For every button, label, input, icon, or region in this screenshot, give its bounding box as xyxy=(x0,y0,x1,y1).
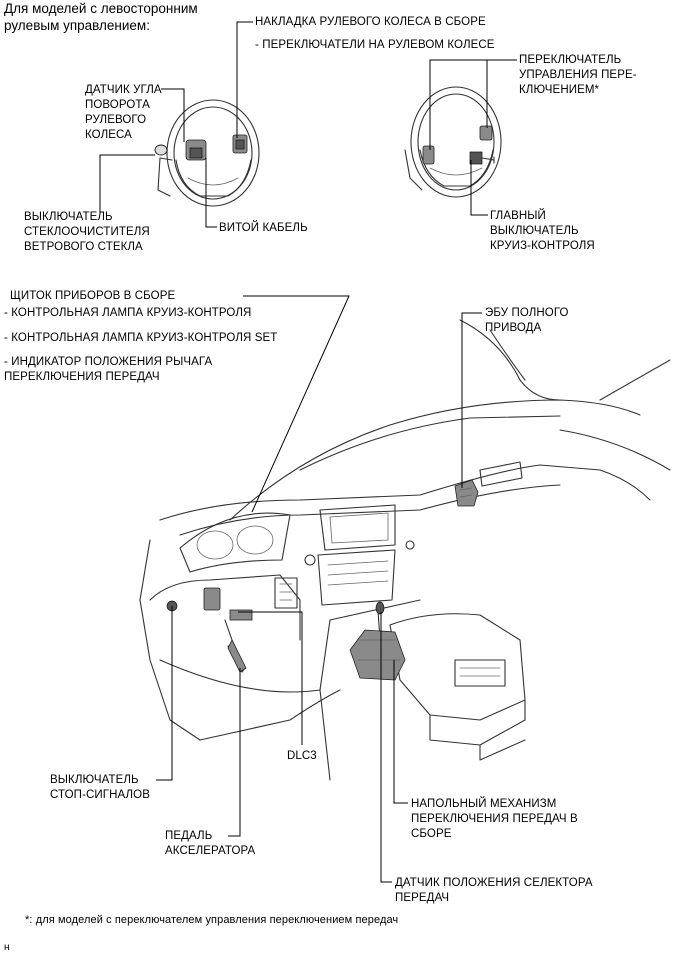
footnote: *: для моделей с переключателем управлен… xyxy=(25,914,399,926)
label-steering-pad: НАКЛАДКА РУЛЕВОГО КОЛЕСА В СБОРЕ xyxy=(255,16,486,28)
dashboard-drawing xyxy=(139,319,671,781)
label-stop-lamp-switch: ВЫКЛЮЧАТЕЛЬ СТОП-СИГНАЛОВ xyxy=(50,774,150,801)
steering-wheel-right xyxy=(404,86,502,198)
label-cruise-set-lamp: - КОНТРОЛЬНАЯ ЛАМПА КРУИЗ-КОНТРОЛЯ SET xyxy=(4,332,278,344)
label-steering-angle-sensor: ДАТЧИК УГЛА ПОВОРОТА РУЛЕВОГО КОЛЕСА xyxy=(85,84,162,141)
leader-lines xyxy=(99,21,517,883)
label-floor-shift: НАПОЛЬНЫЙ МЕХАНИЗМ ПЕРЕКЛЮЧЕНИЯ ПЕРЕДАЧ … xyxy=(411,798,578,840)
label-meter-assembly: ЩИТОК ПРИБОРОВ В СБОРЕ xyxy=(10,290,176,302)
label-cruise-main-switch: ГЛАВНЫЙ ВЫКЛЮЧАТЕЛЬ КРУИЗ-КОНТРОЛЯ xyxy=(490,210,595,252)
header-text: Для моделей с левосторонним рулевым упра… xyxy=(4,1,198,33)
label-spiral-cable: ВИТОЙ КАБЕЛЬ xyxy=(219,222,308,234)
label-wiper-switch: ВЫКЛЮЧАТЕЛЬ СТЕКЛООЧИСТИТЕЛЯ ВЕТРОВОГО С… xyxy=(24,211,150,253)
label-shift-paddle-switch: ПЕРЕКЛЮЧАТЕЛЬ УПРАВЛЕНИЯ ПЕРЕ- КЛЮЧЕНИЕМ… xyxy=(519,54,637,96)
corner-mark: н xyxy=(4,942,10,953)
label-steering-switches: - ПЕРЕКЛЮЧАТЕЛИ НА РУЛЕВОМ КОЛЕСЕ xyxy=(255,39,495,51)
label-dlc3: DLC3 xyxy=(287,750,317,762)
label-accel-pedal: ПЕДАЛЬ АКСЕЛЕРАТОРА xyxy=(165,830,256,857)
label-shift-position-sensor: ДАТЧИК ПОЛОЖЕНИЯ СЕЛЕКТОРА ПЕРЕДАЧ xyxy=(395,877,593,904)
steering-wheel-left xyxy=(154,99,260,207)
label-shift-indicator: - ИНДИКАТОР ПОЛОЖЕНИЯ РЫЧАГА ПЕРЕКЛЮЧЕНИ… xyxy=(4,356,213,383)
label-cruise-lamp: - КОНТРОЛЬНАЯ ЛАМПА КРУИЗ-КОНТРОЛЯ xyxy=(4,307,252,319)
label-awd-ecu: ЭБУ ПОЛНОГО ПРИВОДА xyxy=(485,307,569,334)
